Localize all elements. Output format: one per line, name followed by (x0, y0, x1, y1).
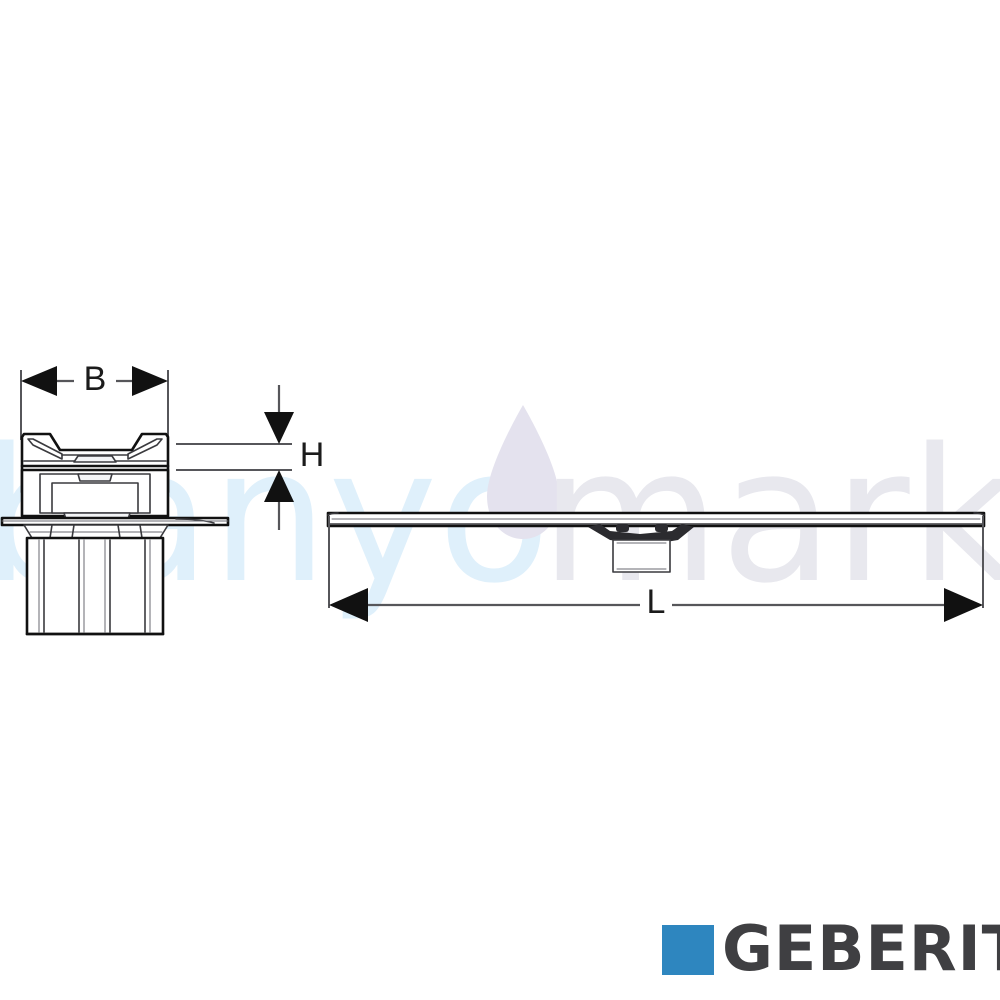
geberit-square-icon (662, 925, 714, 975)
dimension-b-arrow-right (132, 366, 168, 396)
side-elevation-view: L (326, 511, 986, 622)
drain-outlet (588, 524, 694, 573)
dimension-l-arrow-right (944, 588, 983, 622)
dimension-b: B (20, 360, 169, 440)
support-ribs (23, 524, 169, 539)
drain-barrel (25, 536, 165, 636)
dimension-l: L (328, 516, 984, 622)
dimension-h-arrow-top (264, 412, 294, 444)
outlet-tab-left (616, 524, 629, 532)
dimension-l-label: L (647, 583, 666, 621)
dimension-l-arrow-left (329, 588, 368, 622)
geberit-wordmark: GEBERIT (722, 912, 1000, 985)
dimension-h: H (176, 385, 324, 530)
cross-section-view (0, 432, 230, 636)
water-drop-icon (487, 405, 559, 539)
dimension-b-arrow-left (21, 366, 57, 396)
outlet-tab-right (655, 524, 668, 532)
dimension-h-label: H (300, 436, 325, 474)
dimension-b-label: B (84, 360, 107, 398)
dimension-h-arrow-bottom (264, 470, 294, 502)
sealing-flange (0, 516, 230, 527)
